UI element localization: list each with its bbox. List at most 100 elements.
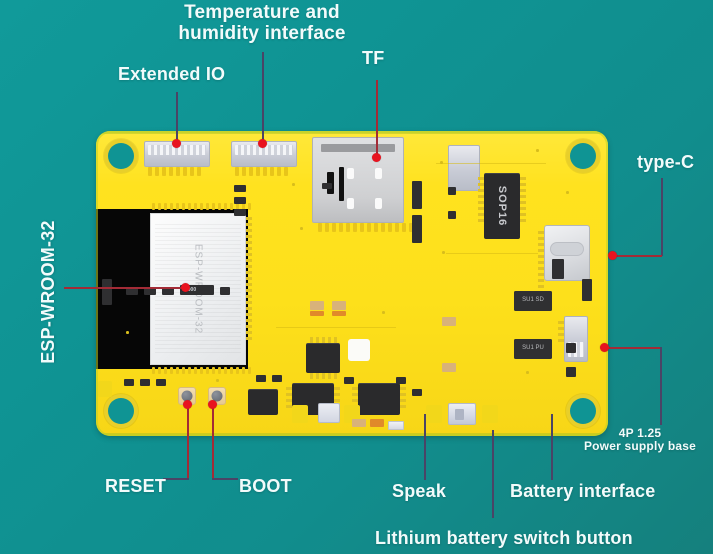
tf-notch-left (327, 171, 334, 194)
battery-interface-connector[interactable] (448, 403, 476, 425)
usb-c-port-opening (550, 242, 584, 257)
dot-tf (372, 153, 381, 162)
copper-pad-e (98, 381, 112, 397)
dot-esp-module (181, 283, 190, 292)
tf-dimple-b (375, 168, 382, 179)
trace-3 (276, 327, 396, 328)
leader-type-c-horizontal (614, 255, 662, 257)
regulator-2: SU1 PU (514, 339, 552, 359)
lithium-battery-switch[interactable] (388, 421, 404, 430)
mounting-hole-top-left (108, 143, 134, 169)
resistor-array-3 (102, 279, 112, 305)
small-ic-legs-top (310, 337, 337, 343)
small-ic-legs-bottom (310, 373, 337, 379)
power-supply-base-connector[interactable] (564, 316, 588, 362)
speaker-connector[interactable] (318, 403, 340, 423)
tf-dimple-c (347, 198, 354, 209)
resistor-8 (144, 287, 156, 295)
capacitor-4 (442, 363, 456, 372)
module-pads-right (246, 217, 252, 340)
tf-slot-opening (321, 144, 395, 152)
regulator-1: SU1 SD (514, 291, 552, 311)
capacitor-2-term (332, 311, 346, 316)
copper-pad-d (482, 405, 498, 423)
resistor-16 (256, 375, 266, 382)
module-pads-top (152, 203, 251, 210)
label-tf: TF (362, 48, 385, 68)
board-top-edge (96, 131, 608, 134)
resistor-12 (566, 367, 576, 377)
esp32-development-board: ESP-WROOM-32 (96, 131, 608, 436)
small-connector-top (448, 145, 480, 191)
label-boot: BOOT (239, 476, 292, 496)
copper-pad-c (426, 405, 442, 423)
board-bottom-edge (96, 433, 608, 436)
temperature-humidity-pins (235, 167, 288, 176)
resistor-17 (272, 375, 282, 382)
label-speak: Speak (392, 481, 447, 501)
via-10 (382, 311, 385, 314)
via-1 (292, 183, 295, 186)
usb-type-c-connector[interactable] (544, 225, 590, 281)
battery-connector-key (455, 409, 464, 420)
capacitor-3 (442, 317, 456, 326)
resistor-code-text: 1000 (185, 287, 197, 293)
resistor-array-1 (412, 181, 422, 209)
dot-type-c (608, 251, 617, 260)
capacitor-6 (370, 419, 384, 427)
resistor-network-1000: 1000 (180, 285, 214, 295)
via-8 (126, 331, 129, 334)
trace-2 (446, 253, 538, 254)
sop16-legs-right (520, 177, 526, 222)
dot-reset (183, 400, 192, 409)
power-base-pins (558, 321, 564, 342)
connector-ridge (235, 145, 293, 155)
leader-speak (424, 414, 426, 480)
soic-legs-left (286, 387, 292, 408)
leader-reset-vertical (187, 404, 189, 478)
sop16-marking: SOP16 (496, 185, 508, 227)
dot-power-base (600, 343, 609, 352)
via-6 (526, 371, 529, 374)
copper-pad-a (292, 405, 308, 423)
extended-io-pins (148, 167, 201, 176)
via-3 (440, 161, 443, 164)
mounting-hole-bottom-right (570, 398, 596, 424)
tf-card-pins (318, 223, 413, 232)
extended-io-connector[interactable] (144, 141, 210, 167)
dot-boot (208, 400, 217, 409)
leader-boot-horizontal (212, 478, 238, 480)
resistor-2 (234, 197, 246, 204)
boot-button-cap (211, 390, 223, 402)
sop16-ic: SOP16 (484, 173, 520, 239)
resistor-array-2 (412, 215, 422, 243)
resistor-11 (566, 343, 576, 353)
leader-power-base-horizontal (605, 347, 661, 349)
leader-power-base-vertical (660, 347, 662, 425)
regulator-2-marking: SU1 PU (522, 345, 544, 351)
via-5 (536, 149, 539, 152)
capacitor-2 (332, 301, 346, 310)
dot-extended-io (172, 139, 181, 148)
soic2-legs-right (400, 387, 406, 408)
module-pads-bottom (152, 367, 251, 374)
tf-card-slot[interactable] (312, 137, 404, 223)
leader-esp-module (64, 287, 184, 289)
via-4 (442, 251, 445, 254)
copper-pad-b (344, 405, 360, 423)
leader-reset-horizontal (163, 478, 189, 480)
resistor-7 (126, 287, 138, 295)
label-battery-interface: Battery interface (510, 481, 656, 501)
via-2 (300, 227, 303, 230)
capacitor-1 (310, 301, 324, 310)
leader-tf (376, 80, 378, 158)
tf-dimple-a (347, 168, 354, 179)
resistor-10 (220, 287, 230, 295)
label-reset: RESET (105, 476, 167, 496)
leader-battery-interface (551, 414, 553, 480)
rgb-led (348, 339, 370, 361)
capacitor-5 (352, 419, 366, 427)
label-type-c: type-C (637, 152, 695, 172)
via-9 (566, 191, 569, 194)
